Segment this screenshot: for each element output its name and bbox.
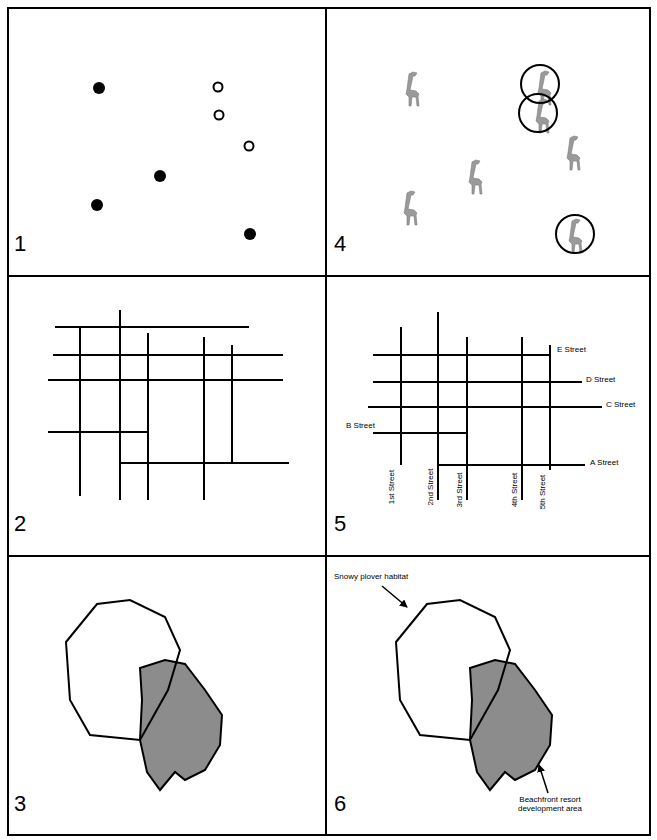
street-name: D Street [586, 376, 615, 385]
panel-number: 5 [334, 512, 346, 536]
street-name: 4th Street [511, 473, 520, 508]
labeled-areas [382, 586, 552, 793]
street-name: A Street [590, 459, 618, 468]
panel-number: 1 [14, 232, 26, 256]
giraffes [404, 65, 594, 253]
panel-number: 6 [334, 792, 346, 816]
overlapping-areas [66, 600, 222, 790]
street-name: C Street [606, 401, 635, 410]
labeled-street-network [368, 312, 602, 500]
street-name: B Street [346, 422, 375, 431]
panel-number: 4 [334, 232, 346, 256]
street-name: E Street [557, 346, 586, 355]
street-name: 2nd Street [427, 469, 436, 506]
street-name: 5th Street [539, 475, 548, 510]
area-label: Snowy plover habitat [334, 573, 408, 582]
point-features [91, 82, 256, 240]
panel-number: 3 [14, 792, 26, 816]
area-label: Beachfront resort development area [508, 796, 592, 814]
street-name: 3rd Street [456, 472, 465, 507]
street-name: 1st Street [388, 470, 397, 504]
street-network [48, 310, 289, 500]
panel-number: 2 [14, 512, 26, 536]
